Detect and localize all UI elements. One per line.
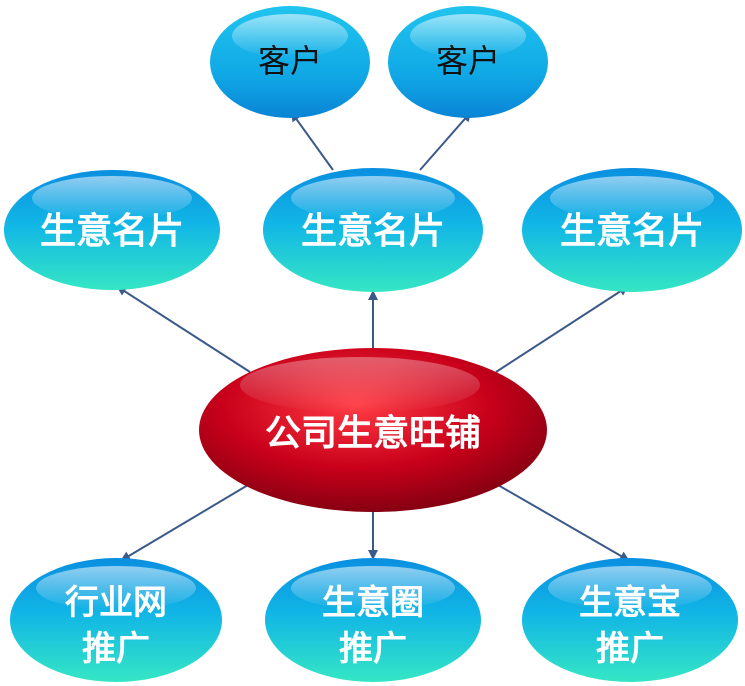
promo-node-left: 行业网 推广 (10, 558, 222, 682)
promo-line2-right: 推广 (596, 629, 664, 669)
arrow-to-promo-left (120, 484, 249, 562)
customer-node-left: 客户 (210, 6, 370, 118)
card-label-left: 生意名片 (40, 211, 184, 252)
card-node-left: 生意名片 (4, 170, 220, 290)
promo-line1-middle: 生意圈 (322, 583, 424, 623)
promo-node-middle: 生意圈 推广 (265, 558, 481, 682)
arrow-to-promo-right (497, 484, 630, 561)
promo-line1-left: 行业网 (65, 583, 167, 623)
arrow-to-card-left (116, 285, 251, 373)
card-label-middle: 生意名片 (301, 211, 445, 252)
customer-label-left: 客户 (258, 42, 322, 80)
customer-label-right: 客户 (436, 42, 500, 80)
promo-line2-middle: 推广 (339, 629, 407, 669)
arrow-to-card-right (495, 285, 629, 373)
arrow-to-customer-left (290, 111, 334, 171)
connectors (116, 111, 630, 562)
arrow-to-customer-right (419, 111, 472, 171)
promo-line1-right: 生意宝 (579, 583, 681, 623)
card-node-middle: 生意名片 (263, 168, 483, 292)
promo-line2-left: 推广 (82, 629, 150, 669)
center-label: 公司生意旺铺 (265, 413, 481, 454)
center-node: 公司生意旺铺 (199, 348, 547, 512)
card-label-right: 生意名片 (560, 211, 704, 252)
promo-node-right: 生意宝 推广 (522, 558, 738, 682)
card-node-right: 生意名片 (522, 168, 742, 292)
customer-node-right: 客户 (388, 6, 548, 118)
